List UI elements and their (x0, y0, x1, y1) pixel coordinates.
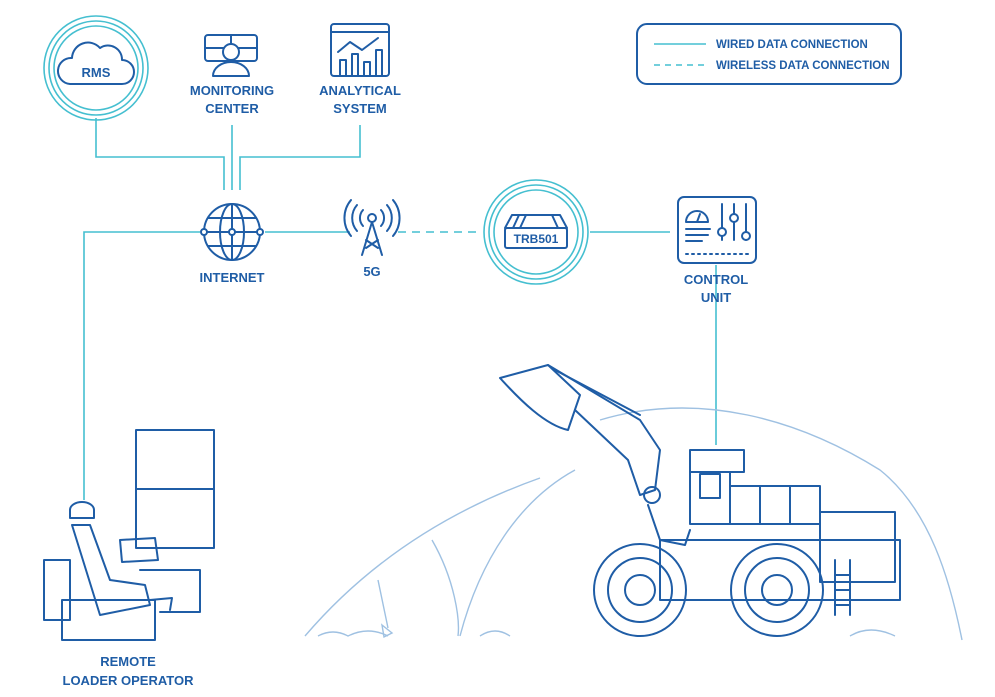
rms-node: RMS (43, 15, 149, 121)
monitoring-operator-icon (204, 34, 258, 77)
operator-station-illustration (43, 429, 215, 641)
operator-label-1: REMOTE (100, 654, 156, 669)
shovel-icon (377, 579, 394, 639)
internet-node: INTERNET (200, 203, 265, 285)
monitoring-label-1: MONITORING (190, 83, 274, 98)
cell-tower-icon (343, 199, 401, 256)
operator-label-2: LOADER OPERATOR (63, 673, 195, 688)
control-label-2: UNIT (701, 290, 731, 305)
wired-connections (83, 118, 717, 500)
globe-icon (200, 203, 264, 261)
5g-label: 5G (363, 264, 380, 279)
remote-operator-node: REMOTE LOADER OPERATOR (43, 429, 215, 688)
5g-node: 5G (343, 199, 401, 279)
monitoring-label-2: CENTER (205, 101, 259, 116)
legend: WIRED DATA CONNECTION WIRELESS DATA CONN… (636, 23, 902, 85)
cloud-icon (57, 41, 135, 85)
legend-wireless: WIRELESS DATA CONNECTION (716, 60, 890, 72)
control-panel-icon (677, 196, 757, 264)
terrain (304, 407, 963, 641)
control-unit-node: CONTROL UNIT (677, 196, 757, 305)
rms-label: RMS (82, 65, 111, 80)
wheel-loader-illustration (499, 364, 901, 637)
control-label-1: CONTROL (684, 272, 748, 287)
router-device-icon (504, 214, 568, 249)
analytics-chart-icon (330, 23, 390, 77)
legend-wired: WIRED DATA CONNECTION (716, 39, 868, 51)
router-label: TRB501 (514, 232, 559, 246)
router-node: TRB501 (483, 179, 589, 285)
analytical-label-1: ANALYTICAL (319, 83, 401, 98)
monitoring-center-node: MONITORING CENTER (190, 34, 274, 116)
internet-label: INTERNET (200, 270, 265, 285)
analytical-label-2: SYSTEM (333, 101, 386, 116)
analytical-system-node: ANALYTICAL SYSTEM (319, 23, 401, 116)
